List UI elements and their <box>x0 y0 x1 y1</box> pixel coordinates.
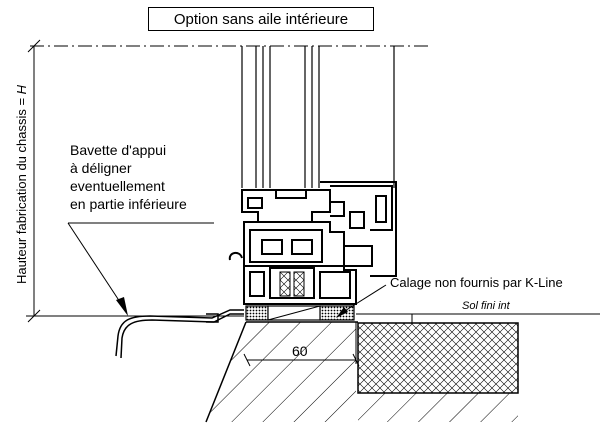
height-dimension-label: Hauteur fabrication du chassis = H <box>14 85 29 284</box>
calage-label: Calage non fournis par K-Line <box>390 275 563 290</box>
height-symbol: H <box>14 84 29 95</box>
frame-profile <box>228 221 373 305</box>
calage-leader <box>339 284 387 315</box>
slab-under-insulation <box>358 393 518 422</box>
concrete-slab <box>206 322 356 422</box>
bavette-line-2: à déligner <box>70 160 132 176</box>
sill-gasket-left <box>245 305 269 321</box>
bavette-line-3: eventuellement <box>70 178 165 194</box>
calage-arrowhead <box>336 307 348 318</box>
title-text: Option sans aile intérieure <box>173 10 349 28</box>
concrete-edge <box>205 321 247 423</box>
floor-finish-label: Sol fini int <box>462 300 510 312</box>
bavette-flashing <box>115 309 244 359</box>
bavette-leader <box>67 222 214 303</box>
thermal-break-left <box>279 271 291 297</box>
dimension-60-line <box>243 322 360 367</box>
height-dimension-line <box>26 39 244 323</box>
height-dimension-text: Hauteur fabrication du chassis = <box>14 94 29 284</box>
floor-insulation <box>357 322 519 394</box>
dimension-60-label: 60 <box>292 343 308 359</box>
diagram-title: Option sans aile intérieure <box>148 7 374 31</box>
bavette-note: Bavette d'appui à déligner eventuellemen… <box>70 141 187 213</box>
sill-diagonal <box>267 305 321 321</box>
bavette-line-4: en partie inférieure <box>70 196 187 212</box>
thermal-break-right <box>293 271 305 297</box>
bavette-arrowhead <box>116 297 128 316</box>
glazing <box>241 46 395 188</box>
bavette-line-1: Bavette d'appui <box>70 142 167 158</box>
